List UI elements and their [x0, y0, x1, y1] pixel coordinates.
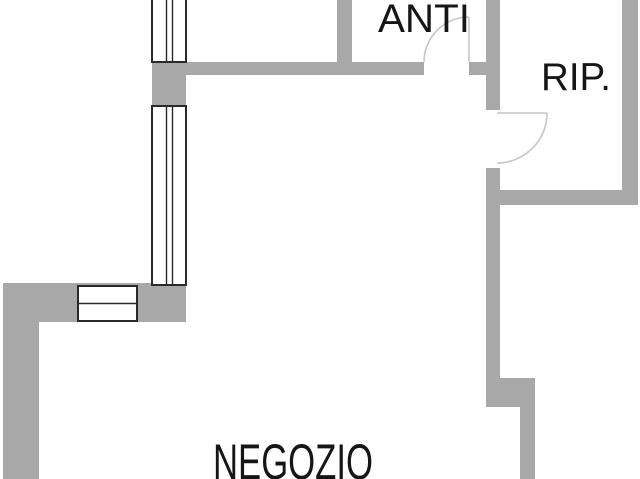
window-left-upper: [151, 0, 187, 63]
window-left-lower: [151, 105, 187, 286]
doors-layer: [423, 16, 548, 164]
door-anti-swing-arc: [423, 16, 470, 63]
wall-hall-right-lower: [486, 168, 500, 407]
door-rip-swing-arc: [496, 112, 548, 164]
room-label-rip: RIP.: [541, 56, 611, 99]
wall-hall-right-upper: [486, 0, 500, 110]
wall-rip-bottom: [486, 190, 638, 205]
wall-anti-bottom: [184, 62, 424, 75]
wall-anti-door-stub: [469, 62, 487, 75]
wall-right-lower: [520, 378, 535, 479]
wall-rip-right: [622, 0, 638, 205]
room-label-anti: ANTI: [378, 0, 470, 41]
wall-anti-left: [337, 0, 352, 62]
wall-left-window-pier: [152, 62, 186, 106]
labels-layer: ANTI RIP. NEGOZIO: [213, 0, 611, 479]
room-label-negozio: NEGOZIO: [213, 434, 373, 479]
windows-layer: [77, 0, 187, 322]
walls-layer: [3, 0, 638, 479]
